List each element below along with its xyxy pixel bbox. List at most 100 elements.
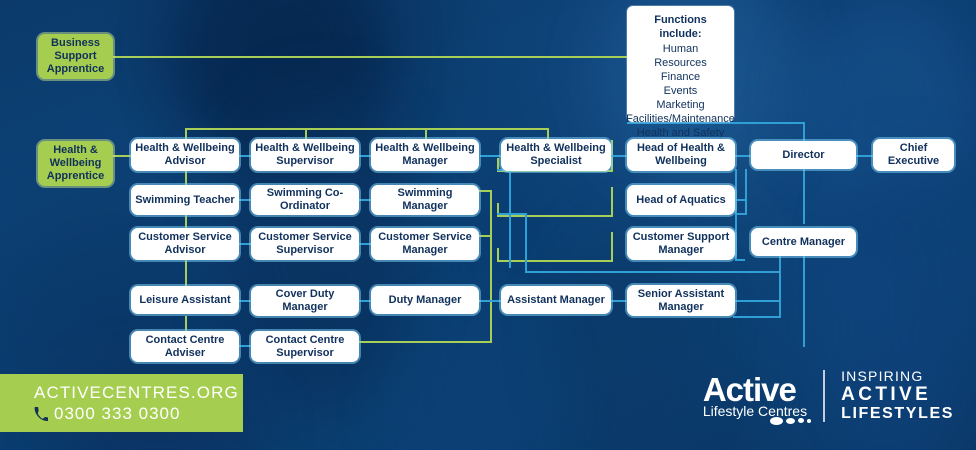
functions-item: Marketing [656,99,705,111]
connector-green [185,213,187,235]
connector-green [478,190,492,192]
connector-green [185,316,187,336]
connector-green [357,341,492,343]
connector-green [497,158,499,172]
connector-blue [803,255,805,347]
node-swimming-coordinator[interactable]: Swimming Co-Ordinator [251,185,359,215]
connector-green [425,128,427,140]
connector-blue [238,345,252,347]
connector-blue [238,300,252,302]
node-contact-centre-adviser[interactable]: Contact Centre Adviser [131,331,239,362]
node-director[interactable]: Director [751,141,856,169]
connector-blue [238,155,252,157]
node-customer-service-advisor[interactable]: Customer Service Advisor [131,228,239,260]
connector-green [185,128,187,140]
phone-icon [34,406,48,421]
connector-green [112,56,627,58]
node-health-wellbeing-apprentice[interactable]: Health & Wellbeing Apprentice [38,141,113,186]
node-swimming-teacher[interactable]: Swimming Teacher [131,185,239,215]
node-swimming-manager[interactable]: Swimming Manager [371,185,479,215]
node-centre-manager[interactable]: Centre Manager [751,228,856,256]
connector-green [185,128,549,130]
logo-tagline: INSPIRING ACTIVE LIFESTYLES [841,368,954,423]
connector-blue [525,213,527,273]
connector-blue [238,199,252,201]
node-hw-manager[interactable]: Health & Wellbeing Manager [371,139,479,171]
node-hw-advisor[interactable]: Health & Wellbeing Advisor [131,139,239,171]
brand-logo: Active Lifestyle Centres INSPIRING ACTIV… [702,368,954,425]
functions-item: Health and Safety [636,127,725,139]
functions-title: Functions include: [654,14,707,40]
connector-green [490,190,492,342]
node-cover-duty-manager[interactable]: Cover Duty Manager [251,286,359,316]
background-blob [395,320,555,450]
functions-item: Finance [660,71,701,83]
connector-blue [803,169,805,224]
node-chief-executive[interactable]: Chief Executive [873,139,954,171]
functions-include-box: Functions include: Human Resources Finan… [626,6,735,153]
connector-green [497,170,613,172]
connector-blue [358,243,372,245]
phone-row[interactable]: 0300 333 0300 [34,404,243,424]
functions-item: Events [663,85,698,97]
connector-blue [480,300,502,302]
connector-blue [745,169,747,214]
functions-item: Facilities/Maintenance [626,113,735,125]
node-assistant-manager[interactable]: Assistant Manager [501,286,611,314]
connector-blue [480,155,502,157]
connector-blue [238,243,252,245]
connector-green [497,215,613,217]
connector-blue [525,271,781,273]
tagline-line-1: INSPIRING [841,368,924,384]
background-blob [560,230,700,450]
phone-number[interactable]: 0300 333 0300 [54,403,181,423]
website-url[interactable]: ACTIVECENTRES.ORG [34,382,239,402]
functions-item: Human Resources [654,43,707,69]
connector-green [547,128,549,140]
connector-blue [358,199,372,201]
connector-green [497,260,613,262]
connector-green [112,155,132,157]
node-customer-support-manager[interactable]: Customer Support Manager [627,228,735,260]
connector-green [185,168,187,190]
connector-blue [735,199,745,201]
connector-blue [627,122,805,124]
tagline-line-2: ACTIVE [841,384,932,405]
connector-blue [497,213,527,215]
node-head-of-health-wellbeing[interactable]: Head of Health & Wellbeing [627,139,735,171]
connector-blue [733,316,781,318]
connector-blue [734,155,752,157]
connector-blue [779,255,781,317]
node-hw-specialist[interactable]: Health & Wellbeing Specialist [501,139,611,171]
connector-blue [803,122,805,150]
node-hw-supervisor[interactable]: Health & Wellbeing Supervisor [251,139,359,171]
node-business-support-apprentice[interactable]: Business Support Apprentice [38,34,113,79]
connector-blue [610,300,628,302]
connector-blue [509,169,511,268]
node-leisure-assistant[interactable]: Leisure Assistant [131,286,239,314]
node-senior-assistant-manager[interactable]: Senior Assistant Manager [627,285,735,316]
node-customer-service-manager[interactable]: Customer Service Manager [371,228,479,260]
logo-dots-icon [770,416,812,425]
node-duty-manager[interactable]: Duty Manager [371,286,479,314]
connector-blue [610,155,628,157]
connector-green [611,187,613,217]
connector-green [611,232,613,262]
logo-divider [823,369,826,422]
tagline-line-3: LIFESTYLES [841,405,954,422]
node-contact-centre-supervisor[interactable]: Contact Centre Supervisor [251,331,359,362]
connector-blue [733,300,781,302]
node-customer-service-supervisor[interactable]: Customer Service Supervisor [251,228,359,260]
logo-brand-name: Active [702,370,797,408]
footer-contact-bar: ACTIVECENTRES.ORG 0300 333 0300 [0,374,243,432]
connector-blue [856,155,874,157]
connector-green [305,128,307,140]
connector-blue [358,300,372,302]
connector-green [497,248,499,262]
connector-blue [735,169,737,261]
node-head-of-aquatics[interactable]: Head of Aquatics [627,185,735,215]
connector-blue [358,155,372,157]
logo-active-lifestyle-centres: Active Lifestyle Centres [702,370,812,425]
connector-blue [735,259,745,261]
